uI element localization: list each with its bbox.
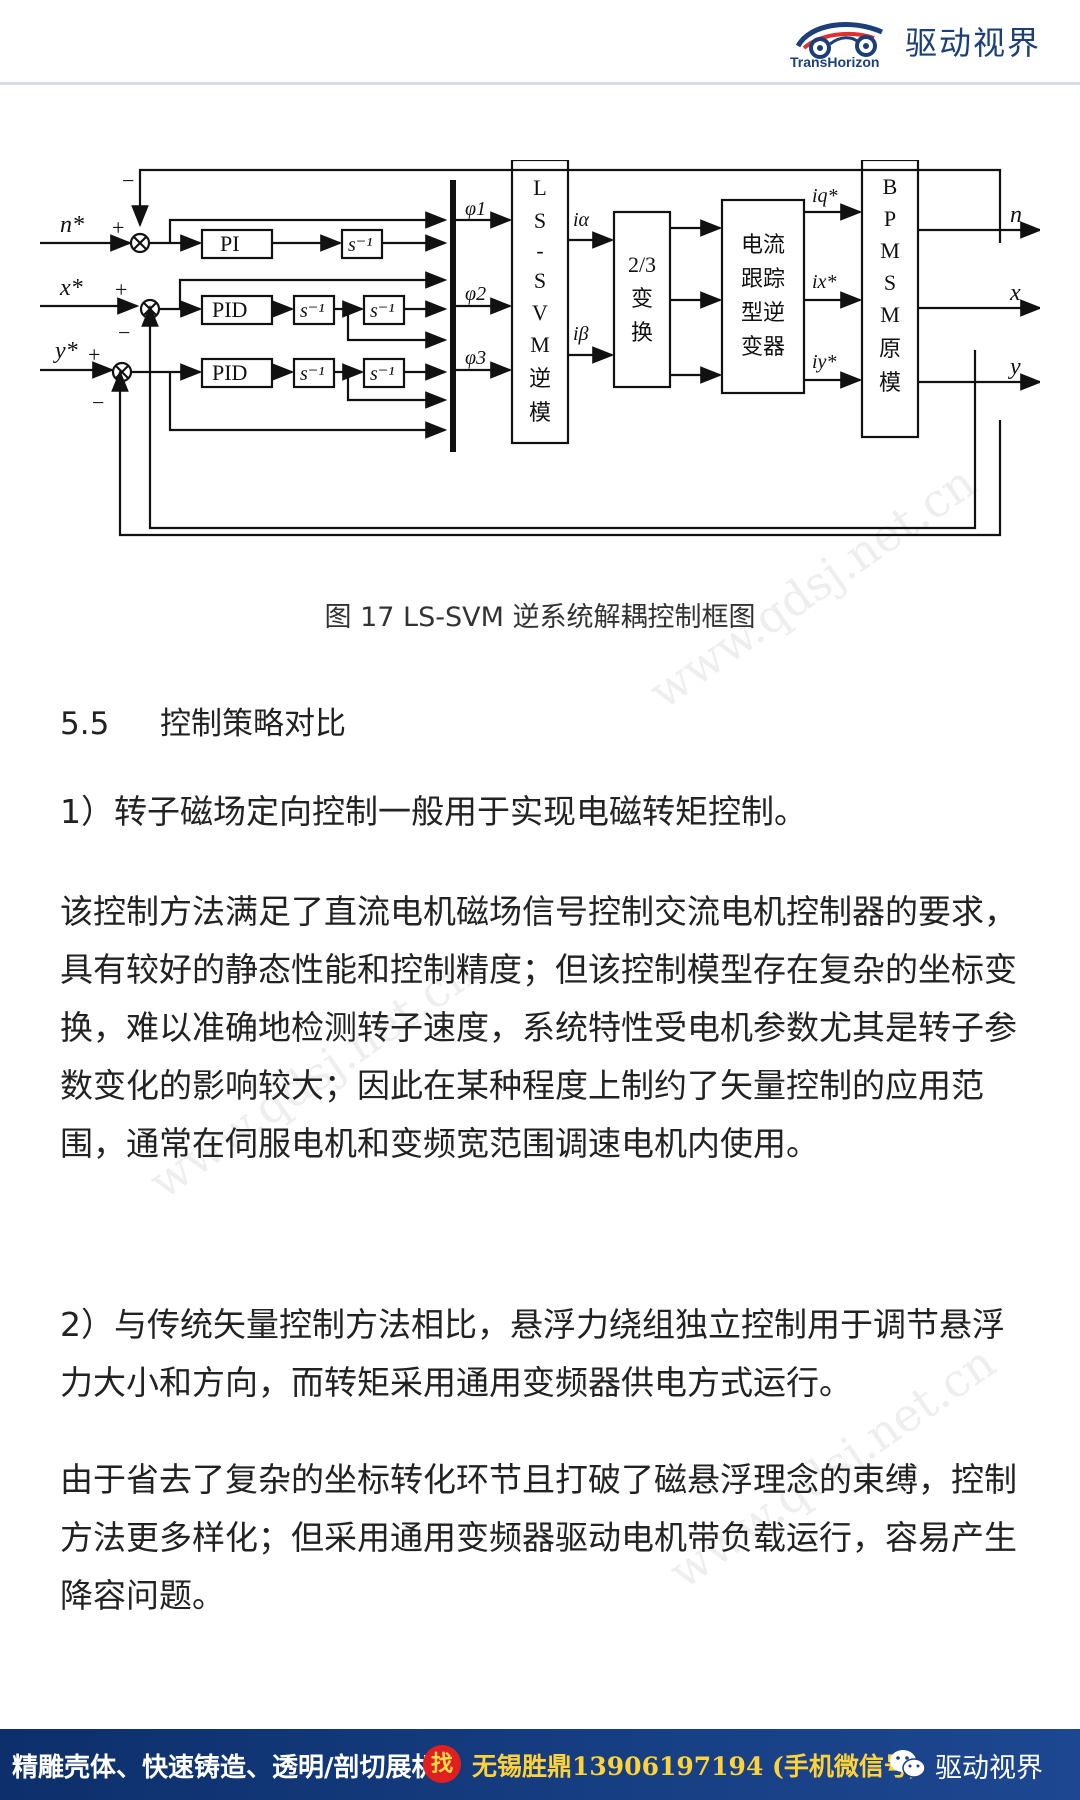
- lssvm-char-4: V: [532, 300, 548, 325]
- input-x-ref: x*: [59, 275, 83, 301]
- transform-label-2: 换: [631, 320, 653, 345]
- lssvm-char-7: 模: [529, 400, 551, 425]
- i-beta-label: iβ: [573, 323, 589, 345]
- integrator-label-5: s⁻¹: [370, 363, 394, 385]
- header-divider: [0, 82, 1080, 85]
- inverter-label-2: 型逆: [741, 300, 785, 325]
- section-title: 控制策略对比: [160, 706, 346, 742]
- input-y-ref: y*: [53, 338, 78, 364]
- transform-label-0: 2/3: [628, 252, 656, 277]
- inverter-label-3: 变器: [741, 334, 785, 359]
- sign-minus-1: −: [122, 168, 134, 193]
- sign-plus-2: +: [115, 277, 127, 302]
- brand-subtitle: TransHorizon: [790, 54, 880, 70]
- motor-char-0: B: [883, 174, 898, 199]
- footer-banner[interactable]: 精雕壳体、快速铸造、透明/剖切展机 找 无锡胜鼎13906197194 (手机微…: [0, 1729, 1080, 1800]
- brand-title: 驱动视界: [905, 24, 1042, 62]
- lssvm-char-0: L: [533, 175, 546, 200]
- find-badge: 找: [423, 1745, 461, 1783]
- lssvm-char-2: -: [536, 238, 543, 263]
- iy-ref-label: iy*: [812, 351, 836, 373]
- integrator-label-1: s⁻¹: [348, 234, 372, 256]
- motor-char-6: 模: [879, 370, 901, 395]
- transform-label-1: 变: [631, 286, 653, 311]
- section-number: 5.5: [60, 706, 110, 742]
- lssvm-char-5: M: [530, 332, 550, 357]
- integrator-label-2: s⁻¹: [300, 300, 324, 322]
- wechat-icon: [890, 1750, 926, 1778]
- lssvm-char-3: S: [534, 268, 546, 293]
- integrator-label-3: s⁻¹: [370, 300, 394, 322]
- i-alpha-label: iα: [573, 209, 590, 231]
- output-y-label: y: [1008, 354, 1021, 380]
- phi-1-label: φ1: [465, 198, 486, 220]
- footer-contact: 无锡胜鼎13906197194 (手机微信号): [472, 1752, 921, 1781]
- motor-char-5: 原: [879, 336, 901, 361]
- output-n-label: n: [1010, 202, 1022, 228]
- phi-2-label: φ2: [465, 283, 486, 305]
- iq-ref-label: iq*: [812, 185, 838, 207]
- sign-minus-2: −: [118, 320, 130, 345]
- sign-minus-3: −: [92, 390, 104, 415]
- pid-block-label-2: PID: [212, 360, 247, 385]
- inverter-label-1: 跟踪: [741, 266, 785, 291]
- pi-block-label: PI: [220, 231, 240, 256]
- output-x-label: x: [1009, 280, 1021, 306]
- motor-char-2: M: [880, 238, 900, 263]
- paragraph-2: 该控制方法满足了直流电机磁场信号控制交流电机控制器的要求，具有较好的静态性能和控…: [60, 892, 1017, 1163]
- figure-caption: 图 17 LS-SVM 逆系统解耦控制框图: [324, 602, 756, 633]
- inverter-label-0: 电流: [741, 232, 785, 257]
- paragraph-4: 由于省去了复杂的坐标转化环节且打破了磁悬浮理念的束缚，控制方法更多样化；但采用通…: [60, 1460, 1017, 1615]
- motor-char-4: M: [880, 302, 900, 327]
- motor-char-3: S: [884, 270, 896, 295]
- phi-3-label: φ3: [465, 347, 486, 369]
- footer-promo: 精雕壳体、快速铸造、透明/剖切展机: [12, 1753, 438, 1783]
- ix-ref-label: ix*: [812, 271, 836, 293]
- paragraph-1: 1）转子磁场定向控制一般用于实现电磁转矩控制。: [60, 792, 807, 831]
- input-n-ref: n*: [60, 212, 84, 238]
- control-block-diagram: n* x* y* + − + − + − PI PID PID s⁻¹ s⁻¹ …: [40, 160, 1040, 537]
- paragraph-3: 2）与传统矢量控制方法相比，悬浮力绕组独立控制用于调节悬浮力大小和方向，而转矩采…: [60, 1305, 1005, 1402]
- car-swirl-logo-icon: [795, 21, 884, 59]
- integrator-label-4: s⁻¹: [300, 363, 324, 385]
- lssvm-char-6: 逆: [529, 366, 551, 391]
- page-header: TransHorizon 驱动视界: [0, 0, 1080, 85]
- footer-brand: 驱动视界: [935, 1753, 1043, 1784]
- lssvm-char-1: S: [534, 208, 546, 233]
- pid-block-label-1: PID: [212, 297, 247, 322]
- sign-plus-3: +: [88, 342, 100, 367]
- section-heading: 5.5 控制策略对比: [60, 698, 346, 743]
- motor-char-1: P: [884, 206, 896, 231]
- sign-plus-1: +: [112, 215, 124, 240]
